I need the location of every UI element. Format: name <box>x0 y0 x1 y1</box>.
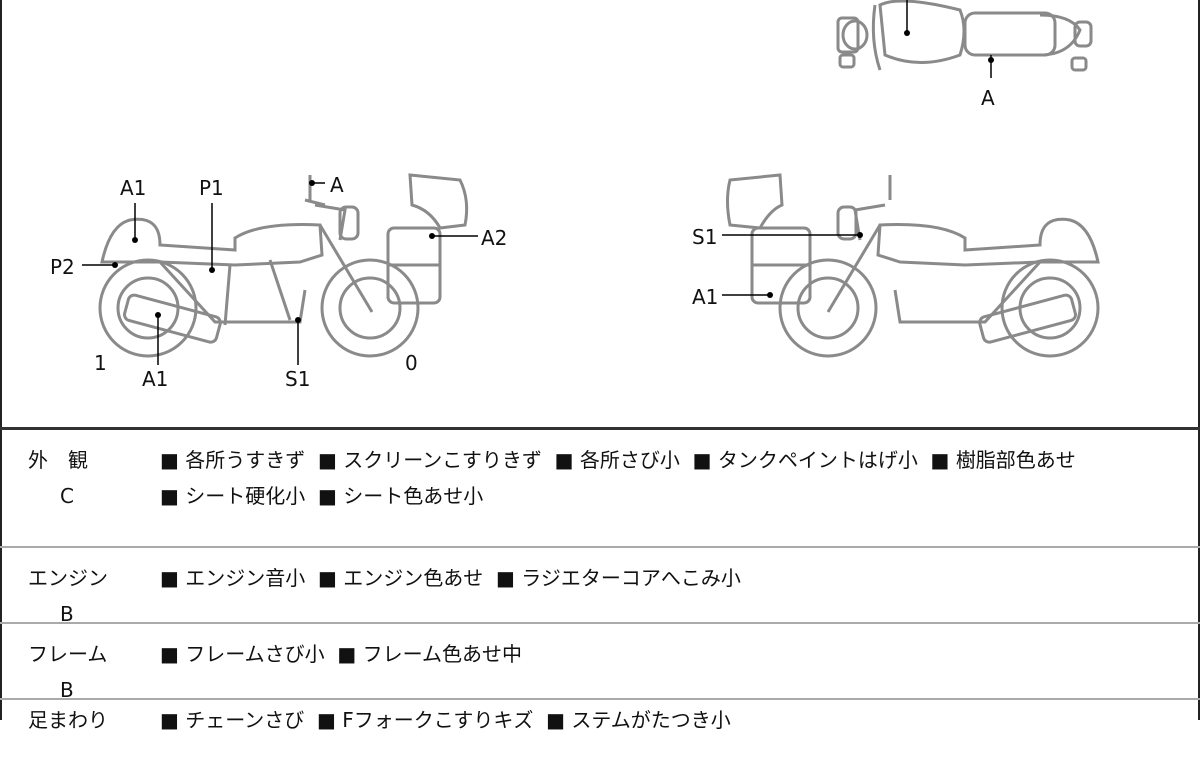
condition-table: 外 観C 各所うすきず スクリーンこすりきず 各所さび小 タンクペイントはげ小 … <box>0 427 1200 776</box>
item: タンクペイントはげ小 <box>693 448 918 472</box>
leader-lines <box>82 182 860 365</box>
label-a-mirror: A <box>330 173 344 197</box>
item: フレーム色あせ中 <box>337 642 522 666</box>
label-a1-muffler: A1 <box>142 367 169 391</box>
row-engine: エンジン B エンジン音小 エンジン色あせ ラジエターコアへこみ小 <box>0 548 1200 626</box>
row-frame: フレーム B フレームさび小 フレーム色あせ中 <box>0 624 1200 702</box>
left-side-motorcycle <box>98 173 469 358</box>
item: スクリーンこすりきず <box>318 448 542 472</box>
row-name: フレーム <box>28 642 108 666</box>
row-grade: B <box>60 678 74 702</box>
item: フレームさび小 <box>160 642 325 666</box>
row-exterior: 外 観C 各所うすきず スクリーンこすりきず 各所さび小 タンクペイントはげ小 … <box>0 430 1200 548</box>
label-1: 1 <box>94 351 107 375</box>
top-label-a: A <box>981 86 995 110</box>
row-name: 外 観 <box>28 448 88 472</box>
motorcycle-diagram <box>82 0 1100 365</box>
label-a2: A2 <box>481 226 508 250</box>
label-a1-right: A1 <box>692 285 719 309</box>
label-s1-right: S1 <box>692 225 718 249</box>
item: エンジン色あせ <box>318 566 483 590</box>
item: チェーンさび <box>160 708 304 732</box>
item: シート硬化小 <box>160 484 305 508</box>
top-view-motorcycle <box>836 0 1093 78</box>
item: 各所さび小 <box>555 448 680 472</box>
item: シート色あせ小 <box>318 484 483 508</box>
page-frame <box>0 0 1200 720</box>
item: ラジエターコアへこみ小 <box>496 566 741 590</box>
label-0: 0 <box>405 351 418 375</box>
label-p1: P1 <box>199 176 224 200</box>
label-a1-seat: A1 <box>120 176 147 200</box>
label-p2: P2 <box>50 255 75 279</box>
item: エンジン音小 <box>160 566 305 590</box>
item: Fフォークこすりキズ <box>317 708 533 732</box>
item: 各所うすきず <box>160 448 305 472</box>
row-name: エンジン <box>28 566 108 590</box>
row-suspension: 足まわり チェーンさび Fフォークこすりキズ ステムがたつき小 <box>0 700 1200 776</box>
label-s1-left: S1 <box>285 367 311 391</box>
row-grade: C <box>60 484 74 508</box>
row-grade: B <box>60 602 74 626</box>
row-name: 足まわり <box>28 708 108 732</box>
item: 樹脂部色あせ <box>931 448 1076 472</box>
item: ステムがたつき小 <box>546 708 731 732</box>
right-side-motorcycle <box>726 173 1100 358</box>
